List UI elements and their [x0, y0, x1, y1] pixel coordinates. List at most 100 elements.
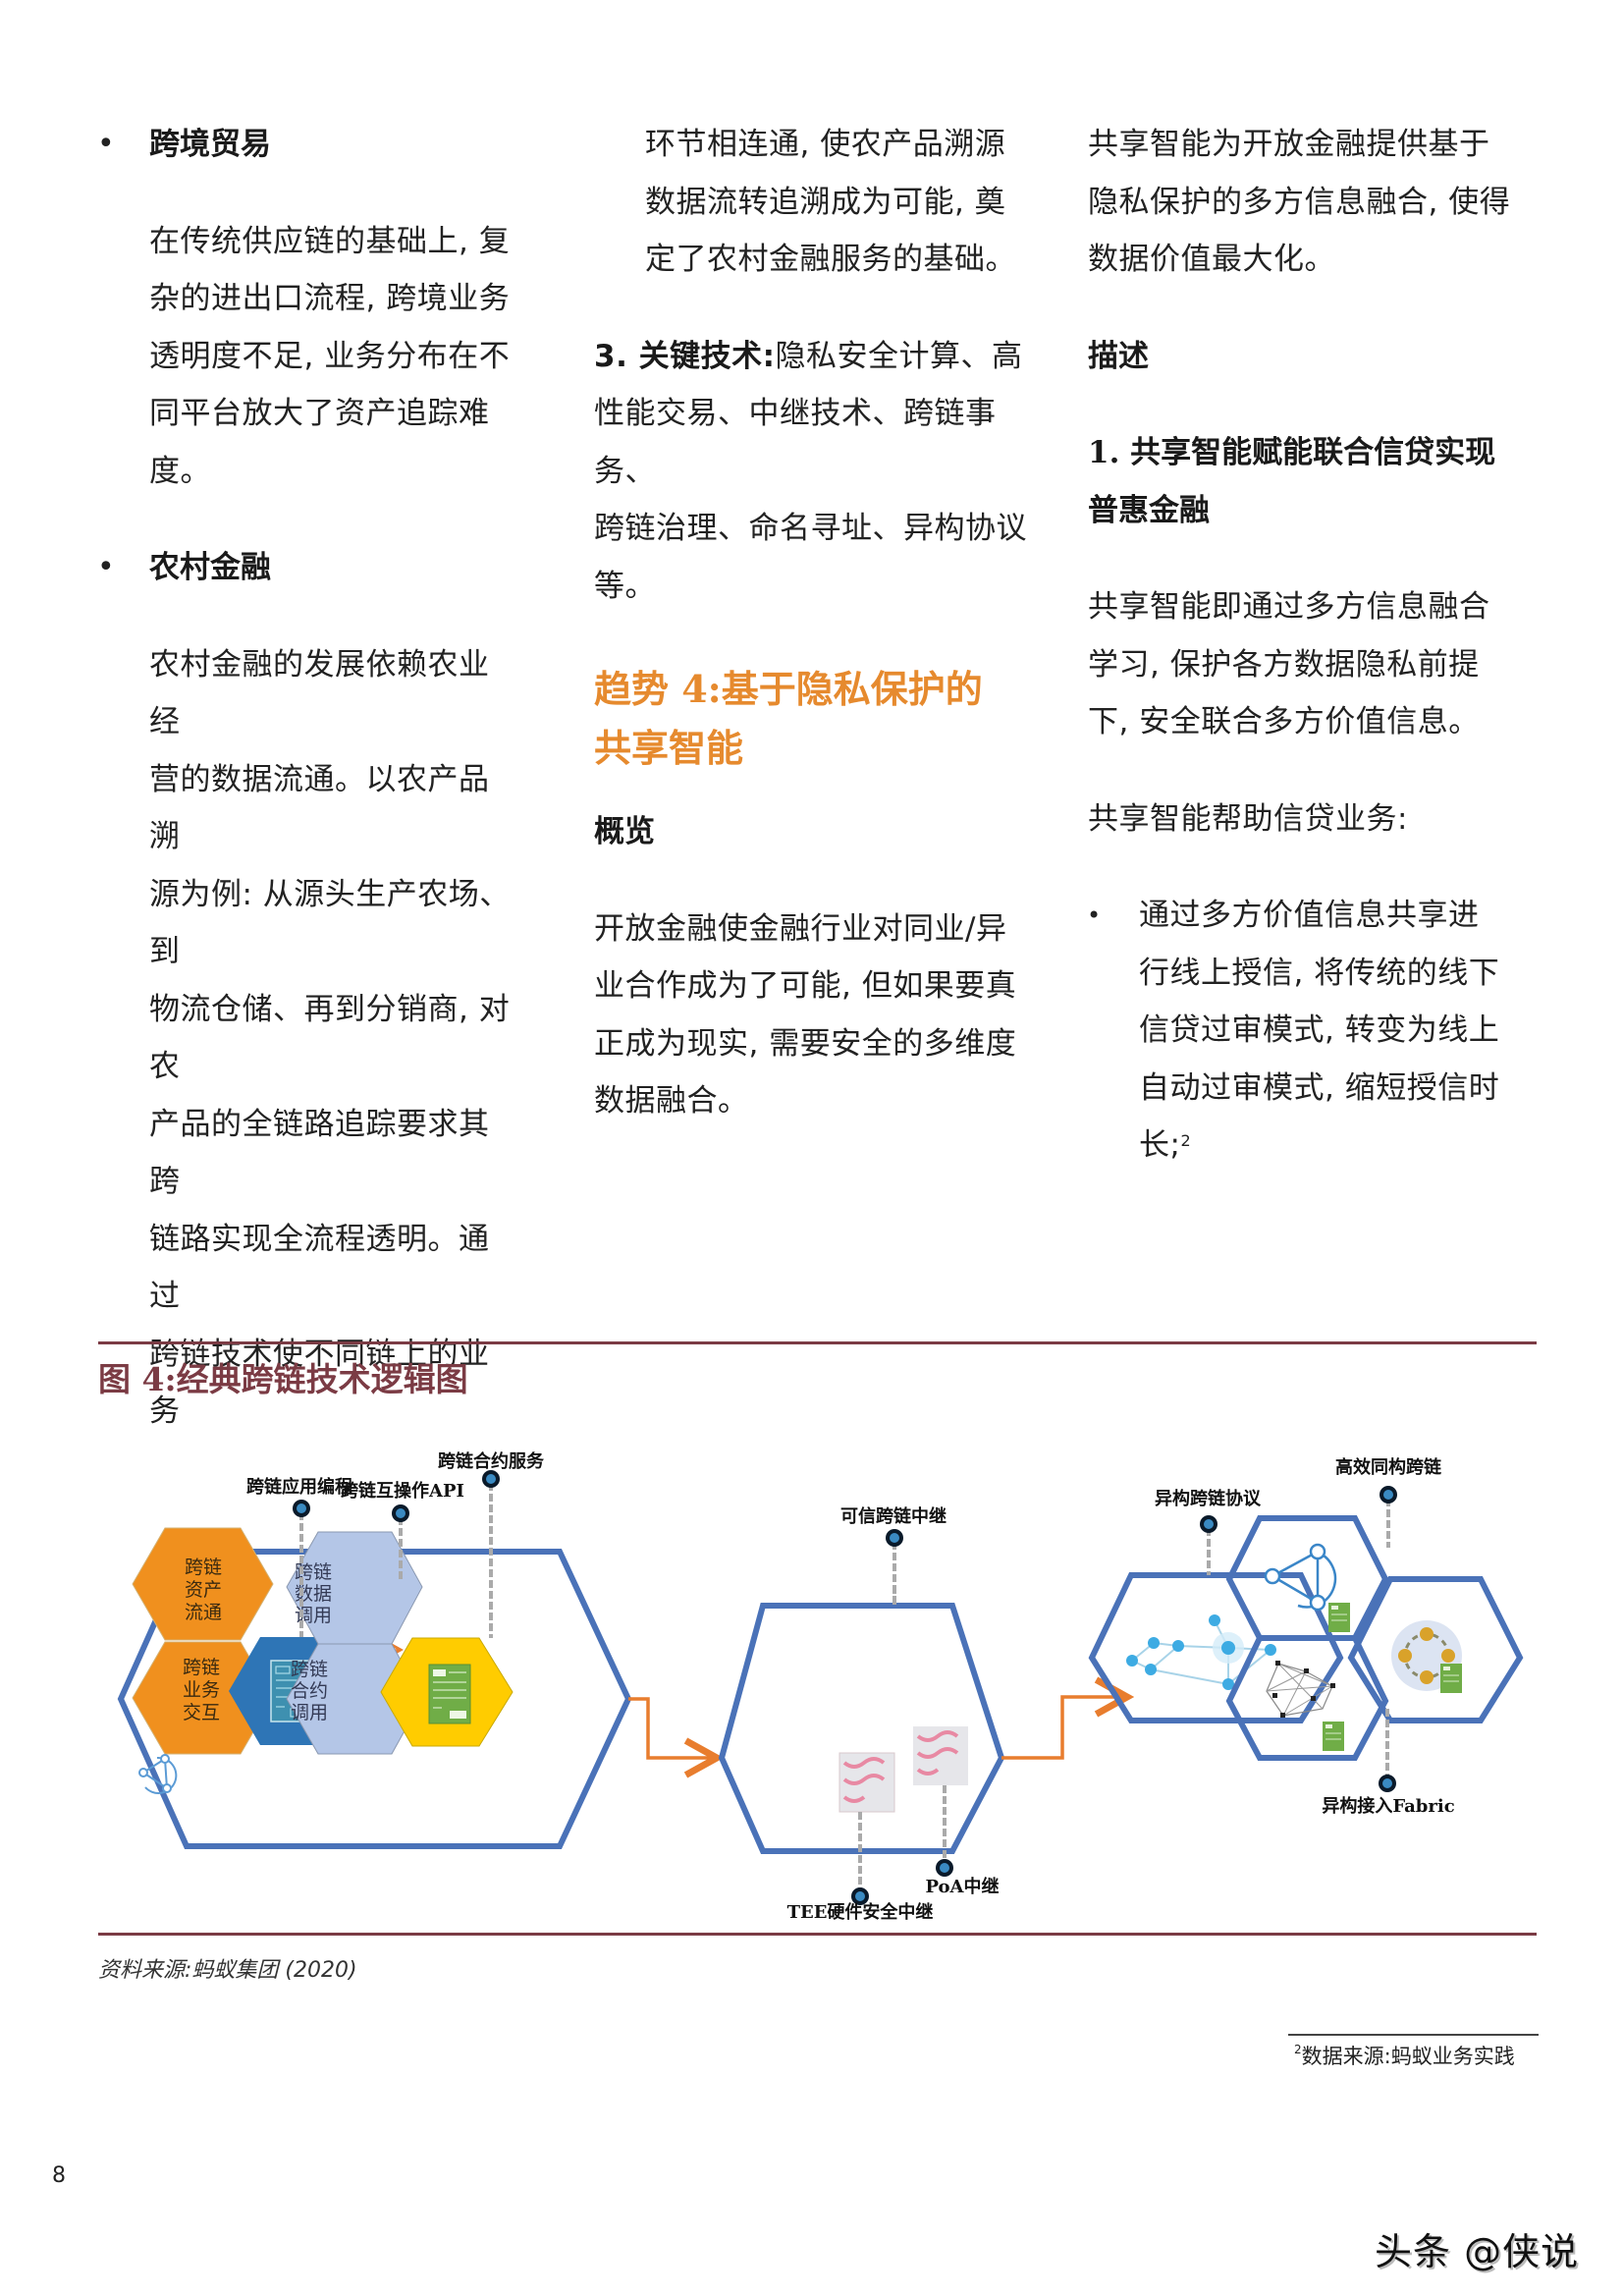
- bullet-icon: •: [1087, 902, 1102, 929]
- heading-line: 普惠金融: [1088, 492, 1210, 528]
- homo-crosschain-icon: [1264, 1543, 1350, 1632]
- bullet-paragraph: 农村金融的发展依赖农业经 营的数据流通。以农产品溯 源为例: 从源头生产农场、到…: [98, 636, 511, 1441]
- pin-hetero-protocol: [1200, 1515, 1217, 1575]
- hex-asset-flow: [132, 1527, 274, 1641]
- svg-text:异构跨链协议: 异构跨链协议: [1155, 1488, 1262, 1509]
- bullet-title: 农村金融: [149, 550, 271, 585]
- bullet-cross-border-trade: • 跨境贸易: [97, 116, 511, 174]
- text-line: 共享智能即通过多方信息融合: [1088, 589, 1490, 625]
- svg-text:异构接入Fabric: 异构接入Fabric: [1322, 1795, 1454, 1817]
- relay-frame: [718, 1603, 1005, 1854]
- text-line: 性能交易、中继技术、跨链事务、: [594, 396, 997, 489]
- pin-homo-crosschain: [1380, 1486, 1397, 1548]
- column-1: • 跨境贸易 在传统供应链的基础上, 复 杂的进出口流程, 跨境业务 透明度不足…: [97, 116, 511, 1441]
- text-line: 杂的进出口流程, 跨境业务: [149, 281, 511, 316]
- text-line: 业合作成为了可能, 但如果要真: [594, 968, 1017, 1004]
- text-line: 跨链治理、命名寻址、异构协议: [594, 511, 1027, 546]
- arrow-to-relay: [628, 1697, 717, 1758]
- svg-text:PoA中继: PoA中继: [925, 1876, 999, 1897]
- svg-text:跨链合约服务: 跨链合约服务: [438, 1450, 545, 1472]
- figure-title: 图 4:经典跨链技术逻辑图: [98, 1360, 468, 1398]
- text-line: 度。: [149, 453, 211, 489]
- bullet-title: 跨境贸易: [149, 127, 271, 162]
- svg-text:合约: 合约: [291, 1680, 328, 1702]
- svg-text:跨链: 跨链: [185, 1557, 222, 1578]
- text-line: 开放金融使金融行业对同业/异: [594, 910, 1007, 947]
- text-line: 在传统供应链的基础上, 复: [149, 223, 511, 259]
- pin-poa-relay: [936, 1785, 953, 1877]
- text-line: 农村金融的发展依赖农业经: [149, 646, 490, 740]
- bullet-icon: •: [97, 550, 115, 584]
- svg-text:跨链应用编程: 跨链应用编程: [246, 1476, 352, 1498]
- text-line: 下, 安全联合多方价值信息。: [1088, 704, 1480, 739]
- text-line: 链路实现全流程透明。通过: [149, 1221, 490, 1315]
- hetero-protocol-frame: [1088, 1572, 1344, 1723]
- help-line: 共享智能帮助信贷业务:: [1088, 800, 1408, 837]
- figure-bottom-rule: [98, 1933, 1537, 1936]
- text-line: 数据价值最大化。: [1088, 242, 1335, 277]
- heading-line: 共享智能: [594, 726, 744, 770]
- svg-text:可信跨链中继: 可信跨链中继: [840, 1505, 947, 1527]
- intro-paragraph: 共享智能为开放金融提供基于 隐私保护的多方信息融合, 使得 数据价值最大化。: [1088, 116, 1549, 289]
- text-line: 行线上授信, 将传统的线下: [1139, 955, 1500, 991]
- text-line: 环节相连通, 使农产品溯源: [645, 127, 1006, 162]
- text-line: 正成为现实, 需要安全的多维度: [594, 1025, 1017, 1062]
- svg-text:跨链互操作API: 跨链互操作API: [341, 1480, 464, 1502]
- footnote-number: 2: [1294, 2043, 1302, 2056]
- consensus-frame: [1347, 1576, 1524, 1723]
- hex-contract-call: [286, 1643, 423, 1755]
- network-triangle-icon: [138, 1754, 178, 1794]
- overview-heading: 概览: [594, 814, 655, 849]
- text-line: 长;: [1139, 1127, 1181, 1163]
- app-layer-frame: [117, 1549, 632, 1849]
- text-line: 数据融合。: [594, 1083, 749, 1119]
- relay-node-box-poa: [913, 1726, 968, 1785]
- description-heading: 描述: [1088, 338, 1149, 374]
- text-line: 数据流转追溯成为可能, 奠: [645, 184, 1006, 220]
- text-line: 自动过审模式, 缩短授信时: [1139, 1069, 1500, 1106]
- relay-node-box-tee: [839, 1752, 895, 1813]
- heading-line: 趋势 4:基于隐私保护的: [594, 667, 983, 711]
- pin-trusted-relay: [886, 1529, 903, 1606]
- pin-fabric-access: [1379, 1709, 1396, 1792]
- column-2: 环节相连通, 使农产品溯源 数据流转追溯成为可能, 奠 定了农村金融服务的基础。…: [594, 116, 1046, 1130]
- pin-tee-relay: [851, 1812, 869, 1905]
- svg-text:交互: 交互: [183, 1702, 220, 1723]
- text-line: 产品的全链路追踪要求其跨: [149, 1106, 490, 1200]
- svg-text:跨链: 跨链: [295, 1561, 332, 1583]
- pin-app-programming: [293, 1500, 310, 1637]
- sub-heading: 1. 共享智能赋能联合信贷实现 普惠金融: [1088, 424, 1549, 539]
- bullet-paragraph: 在传统供应链的基础上, 复 杂的进出口流程, 跨境业务 透明度不足, 业务分布在…: [98, 213, 511, 501]
- svg-text:跨链: 跨链: [291, 1659, 328, 1680]
- svg-text:TEE硬件安全中继: TEE硬件安全中继: [787, 1901, 934, 1923]
- text-line: 隐私安全计算、高: [775, 338, 1023, 374]
- text-line: 定了农村金融服务的基础。: [645, 242, 1016, 277]
- svg-text:跨链: 跨链: [183, 1657, 220, 1678]
- text-line: 共享智能为开放金融提供基于: [1088, 127, 1490, 162]
- hex-biz-interaction: [132, 1641, 274, 1755]
- text-line: 同平台放大了资产追踪难: [149, 396, 490, 431]
- continued-paragraph: 环节相连通, 使农产品溯源 数据流转追溯成为可能, 奠 定了农村金融服务的基础。: [594, 116, 1046, 289]
- svg-text:资产: 资产: [185, 1579, 222, 1601]
- column-3: 共享智能为开放金融提供基于 隐私保护的多方信息融合, 使得 数据价值最大化。 描…: [1087, 116, 1549, 1175]
- overview-paragraph: 开放金融使金融行业对同业/异 业合作成为了可能, 但如果要真 正成为现实, 需要…: [594, 901, 1046, 1130]
- text-line: 学习, 保护各方数据隐私前提: [1088, 646, 1480, 683]
- svg-text:高效同构跨链: 高效同构跨链: [1335, 1456, 1442, 1478]
- text-line: 源为例: 从源头生产农场、到: [149, 876, 511, 970]
- svg-text:调用: 调用: [291, 1702, 328, 1723]
- footnote-rule: [1288, 2034, 1539, 2036]
- key-tech-label: 3. 关键技术:: [594, 338, 776, 374]
- key-technologies: 3. 关键技术:隐私安全计算、高 性能交易、中继技术、跨链事务、 跨链治理、命名…: [594, 328, 1046, 616]
- figure-top-rule: [98, 1341, 1537, 1344]
- svg-text:调用: 调用: [295, 1605, 332, 1626]
- heading-line: 1. 共享智能赋能联合信贷实现: [1088, 435, 1496, 470]
- consensus-ring-icon: [1391, 1620, 1462, 1693]
- pin-interop-api: [392, 1504, 409, 1581]
- text-line: 隐私保护的多方信息融合, 使得: [1088, 184, 1511, 220]
- bullet-icon: •: [97, 127, 115, 161]
- footnote: 2数据来源:蚂蚁业务实践: [1294, 2041, 1515, 2070]
- text-line: 信贷过审模式, 转变为线上: [1139, 1012, 1500, 1048]
- cross-chain-diagram: 跨链 资产 流通 跨链 业务 交互 跨链 数据 调用 跨链 合约 调用: [117, 1450, 1524, 1923]
- footnote-reference[interactable]: 2: [1180, 1131, 1192, 1150]
- text-line: 等。: [594, 568, 656, 604]
